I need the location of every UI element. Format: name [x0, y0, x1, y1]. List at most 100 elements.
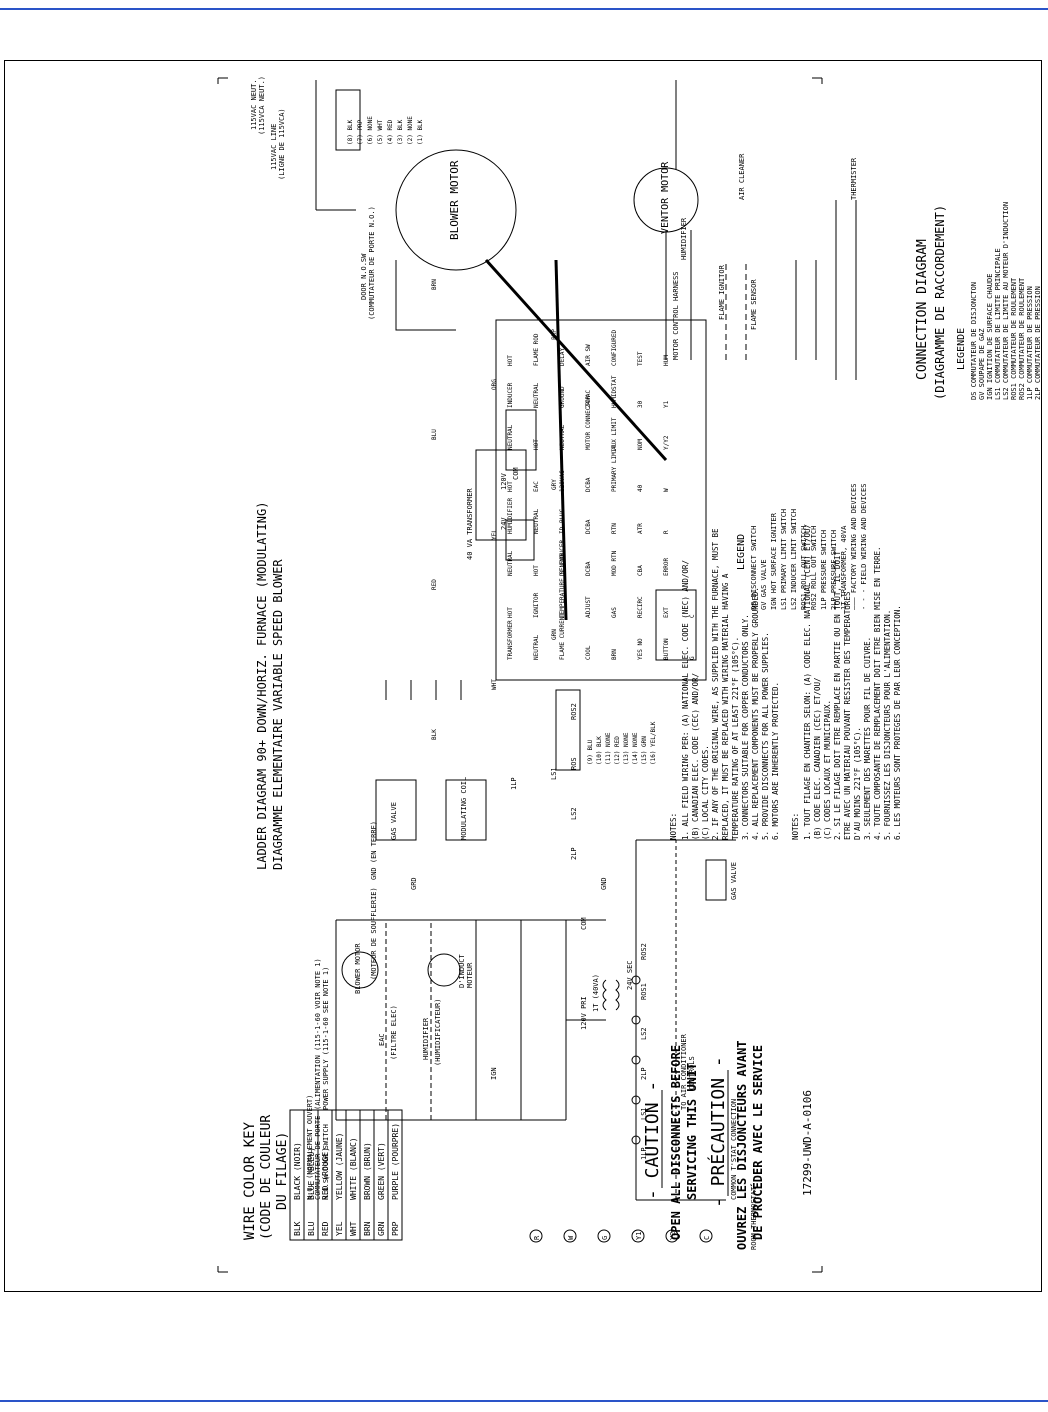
board-label: TRANSFORMER	[507, 620, 514, 660]
legende-title: LEGENDE	[956, 328, 967, 370]
ladder-inducer: D'INDUCT	[458, 953, 466, 988]
board-label: HUM	[663, 355, 670, 366]
note-fr-line: (B) CODE ELEC. CANADIEN (CEC) ET/OU/	[813, 677, 822, 840]
conn-ros: ROS	[570, 757, 578, 770]
board-label: G	[689, 656, 696, 660]
legend-row: GV GAS VALVE	[760, 559, 768, 610]
ladder-switch-note: N.O.SW DOOR SWITCH	[322, 1124, 330, 1200]
board-label: HOT	[507, 355, 514, 366]
board-label: TEMPERATURE SENSOR	[559, 553, 566, 618]
connection-labels: BLOWER MOTOR VENTOR MOTOR DOOR N.O.SW (C…	[250, 76, 858, 890]
note-fr-line: 2. SI LE FILAGE DOIT ETRE REMPLACE EN PA…	[833, 551, 842, 840]
legende-row: ROS1 COMMUTATEUR DE ROULEMENT	[1010, 277, 1018, 400]
wire-code-label: BLK	[431, 729, 438, 740]
board-label: HOT	[507, 481, 514, 492]
ladder-switch-note-fr: COMMUTATEUR DE PORTE	[314, 1116, 322, 1200]
note-line: TEMPERATURE RATING OF AT LEAST 221°F (10…	[731, 637, 740, 840]
wire-code-label: BRN	[431, 279, 438, 290]
ladder-eac-fr: (FILTRE ELEC)	[390, 1005, 398, 1060]
board-label: RECIRC	[637, 596, 644, 618]
board-label: HOT	[533, 439, 540, 450]
pin-label: (4) RED	[387, 119, 394, 145]
part-number: 17299-UWD-A-0106	[801, 1090, 814, 1196]
wire-key-code: BLK	[293, 1221, 302, 1236]
connection-title-en: CONNECTION DIAGRAM	[915, 239, 930, 380]
wire-key-name: YELLOW (JAUNE)	[335, 1133, 344, 1200]
legend-row: ——— FACTORY WIRING AND DEVICES	[850, 484, 858, 610]
caution-line-2: SERVICING THIS UNIT	[685, 1063, 699, 1200]
ladder-2lp: 2LP	[640, 1067, 648, 1080]
conn-flame-sensor: FLAME SENSOR	[750, 279, 758, 330]
diagram-subtitle: DIAGRAMME ELEMENTAIRE VARIABLE SPEED BLO…	[271, 559, 285, 870]
ladder-inducer-2: MOTEUR	[466, 962, 474, 988]
ladder-pri: 120V PRI	[580, 996, 588, 1030]
pin-label: (9) BLU	[587, 739, 594, 765]
wire-code-label: WHT	[491, 679, 498, 690]
note-fr-line: 1. TOUT FILAGE EN CHANTIER SELON: (A) CO…	[803, 524, 812, 840]
ladder-humidifier: HUMIDIFIER	[422, 1017, 430, 1060]
wire-key-code: BRN	[363, 1221, 372, 1236]
conn-humidifier: HUMIDIFIER	[680, 217, 688, 260]
ladder-gas-valve: GAS VALVE	[730, 862, 738, 900]
legende-row: 1LP COMMUTATEUR DE PRESSION	[1026, 286, 1034, 400]
board-label: 24VAC	[585, 390, 592, 408]
conn-motor-harness: MOTOR CONTROL HARNESS	[672, 271, 680, 360]
legend-row: - - - FIELD WIRING AND DEVICES	[860, 484, 868, 610]
conn-ls2: LS2	[570, 807, 578, 820]
legend-row: 2LP PRESSURE SWITCH	[830, 530, 838, 610]
diagram-title: LADDER DIAGRAM 90+ DOWN/HORIZ. FURNACE (…	[255, 502, 269, 870]
wire-key-row	[387, 1109, 403, 1241]
ladder-ac-controls: TO AIR CONDITIONER	[680, 1033, 688, 1110]
legende-row: GV SOUPAPE DE GAZ	[978, 328, 986, 400]
wire-key-name: BLACK (NOIR)	[293, 1142, 302, 1200]
wire-code-label: BLU	[431, 429, 438, 440]
legende-row: LS1 COMMUTATEUR DE LIMITE PRINCIPALE	[994, 248, 1002, 400]
board-label: HOT	[507, 607, 514, 618]
thermostat-terminal	[631, 1229, 645, 1243]
notes-fr-title: NOTES:	[791, 813, 800, 840]
wire-code-label: PRP	[551, 329, 558, 340]
wire-key-code: GRN	[377, 1221, 386, 1236]
thermostat-terminal	[699, 1229, 713, 1243]
top-rule	[0, 8, 1048, 10]
notes-title: NOTES:	[669, 813, 678, 840]
note-line: 4. ALL REPLACEMENT COMPONENTS MUST BE PR…	[751, 587, 760, 840]
board-label: FLAME CURRENT	[559, 613, 566, 660]
wire-key-title-fr2: DU FILAGE)	[275, 1132, 290, 1210]
thermostat-terminal-label: W	[567, 1235, 575, 1240]
ladder-common: COMMON T'STAT CONNECTION	[730, 1099, 738, 1200]
wire-key-code: BLU	[307, 1221, 316, 1236]
thermostat-terminal	[665, 1229, 679, 1243]
wire-color-key: WIRE COLOR KEY (CODE DE COULEUR DU FILAG…	[242, 1109, 403, 1241]
board-label: EXT	[663, 607, 670, 618]
board-label: NOM	[637, 439, 644, 450]
pin-label: (3) BLK	[397, 119, 404, 145]
pin-label: (11) NONE	[605, 732, 612, 765]
legend-row: 1T TRANSFORMER, 40VA	[840, 525, 848, 610]
ladder-ac-controls-2: CONTROLS	[688, 1056, 696, 1090]
legend-row: 1LP PRESSURE SWITCH	[820, 530, 828, 610]
ladder-blower-motor: BLOWER MOTOR	[354, 943, 362, 994]
thermostat-terminal-label: R	[533, 1235, 541, 1240]
notes-block: NOTES: 1. ALL FIELD WIRING PER: (A) NATI…	[669, 524, 902, 840]
wire-key-name: BLUE (BLEU)	[307, 1147, 316, 1200]
conn-door-switch-fr: (COMMUTATEUR DE PORTE N.O.)	[368, 206, 376, 320]
ladder-ls1: LS1	[640, 1107, 648, 1120]
board-label: EAC	[533, 481, 540, 492]
legende-row: DS COMMUTATEUR DE DISJONCTON	[970, 282, 978, 400]
note-fr-line: (C) CODES LOCAUX ET MUNICIPAUX.	[823, 700, 832, 840]
board-label: GROUND	[559, 386, 566, 408]
pin-label: (8) BLK	[347, 119, 354, 145]
ladder-ls2: LS2	[640, 1027, 648, 1040]
corner-marks	[217, 77, 823, 1273]
board-label: 40	[637, 484, 644, 492]
wire-code-label: GRN	[551, 629, 558, 640]
note-fr-line: ETRE AVEC UN MATERIAU POUVANT RESISTER D…	[843, 591, 852, 840]
ladder-sec: 24V SEC	[626, 960, 634, 990]
legende-row: IGN IGNITION DE SURFACE CHAUDE	[986, 274, 994, 400]
board-label: ID PLUG	[559, 508, 566, 534]
conn-ventor-motor: VENTOR MOTOR	[660, 161, 671, 234]
legend-row: ROS2 ROLL OUT SWITCH	[810, 526, 818, 610]
ladder-eac: EAC	[378, 1033, 386, 1046]
ladder-labels: POWER SUPPLY (115-1-60 SEE NOTE 1) (ALIM…	[306, 862, 758, 1250]
